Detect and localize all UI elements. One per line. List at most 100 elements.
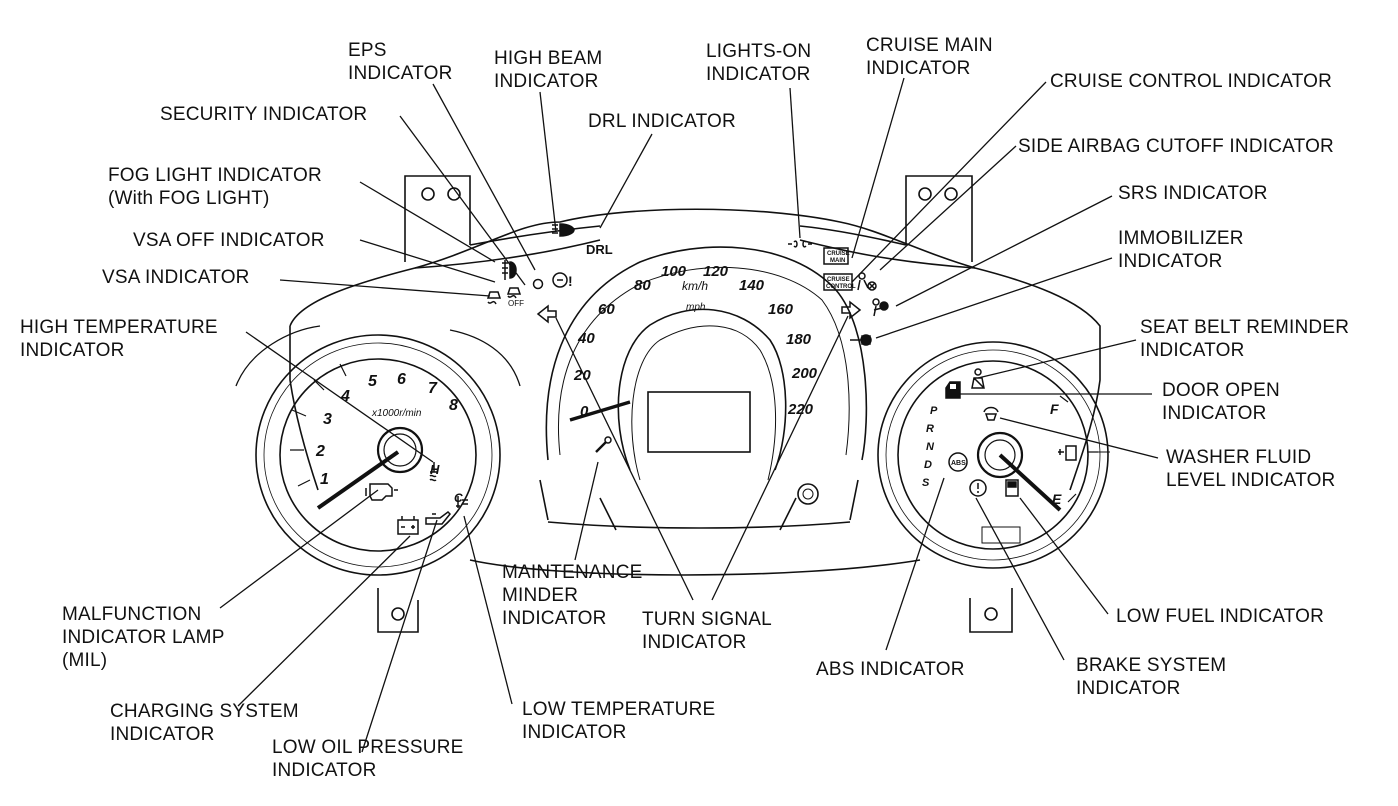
fuel-empty-mark: E (1052, 491, 1062, 507)
tachometer-unit: x1000r/min (371, 408, 422, 419)
tachometer-number: 5 (368, 373, 378, 390)
cruise-main-text-1: CRUISE (827, 251, 850, 257)
vsa-off-icon: OFF (506, 287, 524, 308)
fog-light-icon (502, 260, 517, 280)
speedometer-number: 200 (791, 365, 818, 382)
label-low-temp-line-1: LOW TEMPERATURE (522, 699, 716, 720)
label-seat-belt-line-1: SEAT BELT REMINDER (1140, 317, 1350, 338)
door-open-icon (945, 381, 961, 399)
label-brake-line-2: INDICATOR (1076, 678, 1181, 699)
label-low-oil-line-2: INDICATOR (272, 760, 377, 781)
label-cruise-control-indicator: CRUISE CONTROL INDICATOR (1050, 70, 1332, 93)
label-security-indicator: SECURITY INDICATOR (160, 103, 367, 126)
label-charging-line-2: INDICATOR (110, 724, 215, 745)
tachometer-number: 7 (428, 380, 438, 397)
mounting-tab-top-left (404, 175, 471, 262)
fuel-gauge-needle (998, 453, 1062, 512)
srs-icon (872, 298, 889, 317)
speed-unit-mph: mph (686, 302, 706, 313)
turn-signal-right-icon (841, 300, 862, 320)
label-lights-on-indicator: LIGHTS-ON INDICATOR (706, 40, 811, 86)
immobilizer-icon (850, 334, 872, 346)
eps-icon: ! (552, 272, 573, 289)
label-low-oil-line-1: LOW OIL PRESSURE (272, 737, 464, 758)
mounting-tab-bottom-left (377, 588, 419, 633)
speedometer-number: 120 (703, 263, 729, 280)
label-maintenance-minder-indicator: MAINTENANCE MINDER INDICATOR (502, 561, 643, 630)
abs-text: ABS (951, 460, 966, 467)
leader-lines (219, 77, 1159, 753)
low-fuel-icon (1005, 479, 1019, 497)
label-immobilizer-line-1: IMMOBILIZER (1118, 228, 1244, 249)
label-maintenance-line-1: MAINTENANCE (502, 562, 643, 583)
label-low-oil-pressure-indicator: LOW OIL PRESSURE INDICATOR (272, 736, 463, 782)
label-drl-indicator: DRL INDICATOR (588, 110, 736, 133)
label-cruise-main-line-2: INDICATOR (866, 58, 971, 79)
label-low-temperature-indicator: LOW TEMPERATURE INDICATOR (522, 698, 715, 744)
vsa-icon (486, 291, 502, 305)
label-drl-line-1: DRL INDICATOR (588, 111, 736, 132)
label-eps-line-1: EPS (348, 40, 387, 61)
label-mil-line-3: (MIL) (62, 650, 108, 671)
drl-text: DRL (586, 242, 613, 257)
label-cruise-main-line-1: CRUISE MAIN (866, 35, 993, 56)
label-eps-indicator: EPS INDICATOR (348, 39, 453, 85)
cruise-main-icon: CRUISE MAIN (823, 247, 850, 265)
tachometer-needle (316, 450, 400, 510)
label-high-temp-line-2: INDICATOR (20, 340, 125, 361)
label-fog-light-indicator: FOG LIGHT INDICATOR (With FOG LIGHT) (108, 164, 322, 210)
label-high-beam-line-2: INDICATOR (494, 71, 599, 92)
speedometer-number: 140 (739, 277, 765, 294)
label-washer-fluid-level-indicator: WASHER FLUID LEVEL INDICATOR (1166, 446, 1335, 492)
label-washer-fluid-line-2: LEVEL INDICATOR (1166, 470, 1336, 491)
label-high-beam-indicator: HIGH BEAM INDICATOR (494, 47, 602, 93)
lcd-display (647, 391, 751, 453)
speedometer-number: 220 (787, 401, 814, 418)
oil-can-icon (425, 511, 452, 525)
fuel-gauge-bezel (877, 341, 1109, 569)
washer-fluid-icon (983, 406, 999, 421)
label-eps-line-2: INDICATOR (348, 63, 453, 84)
label-charging-system-indicator: CHARGING SYSTEM INDICATOR (110, 700, 299, 746)
cruise-control-text-2: CONTROL (826, 284, 856, 290)
speed-unit-kmh: km/h (682, 279, 708, 293)
svg-text:!: ! (568, 273, 573, 289)
gear-letter: R (926, 423, 934, 435)
lcd-surround (617, 308, 787, 471)
tachometer-number: 6 (397, 371, 406, 388)
high-temp-icon (429, 462, 438, 482)
label-vsa-off-indicator: VSA OFF INDICATOR (133, 229, 325, 252)
gear-letter: S (922, 477, 930, 489)
label-vsa-indicator: VSA INDICATOR (102, 266, 250, 289)
speedometer-number: 60 (598, 301, 615, 318)
label-fog-light-line-1: FOG LIGHT INDICATOR (108, 165, 322, 186)
gear-letter: D (924, 459, 932, 471)
abs-icon: ABS (948, 452, 968, 472)
label-abs-indicator: ABS INDICATOR (816, 658, 965, 681)
label-abs-line-1: ABS INDICATOR (816, 659, 965, 680)
label-side-airbag-cutoff-indicator: SIDE AIRBAG CUTOFF INDICATOR (1018, 135, 1334, 158)
temp-hot-mark: H (430, 462, 440, 477)
label-immobilizer-indicator: IMMOBILIZER INDICATOR (1118, 227, 1244, 273)
tachometer-bezel (255, 334, 501, 576)
high-beam-icon (552, 223, 575, 237)
speedometer-number: 20 (573, 367, 591, 384)
label-turn-signal-line-2: INDICATOR (642, 632, 747, 653)
gear-letter: N (926, 441, 935, 453)
label-high-beam-line-1: HIGH BEAM (494, 48, 603, 69)
label-srs-line-1: SRS INDICATOR (1118, 183, 1268, 204)
turn-signal-left-icon (536, 304, 557, 324)
label-immobilizer-line-2: INDICATOR (1118, 251, 1223, 272)
speedometer-number: 40 (577, 330, 595, 347)
label-fog-light-line-2: (With FOG LIGHT) (108, 188, 270, 209)
security-icon (532, 278, 544, 290)
speedometer-number: 0 (580, 403, 589, 420)
gear-letter: P (930, 405, 938, 417)
label-vsa-line-1: VSA INDICATOR (102, 267, 250, 288)
label-high-temperature-indicator: HIGH TEMPERATURE INDICATOR (20, 316, 218, 362)
